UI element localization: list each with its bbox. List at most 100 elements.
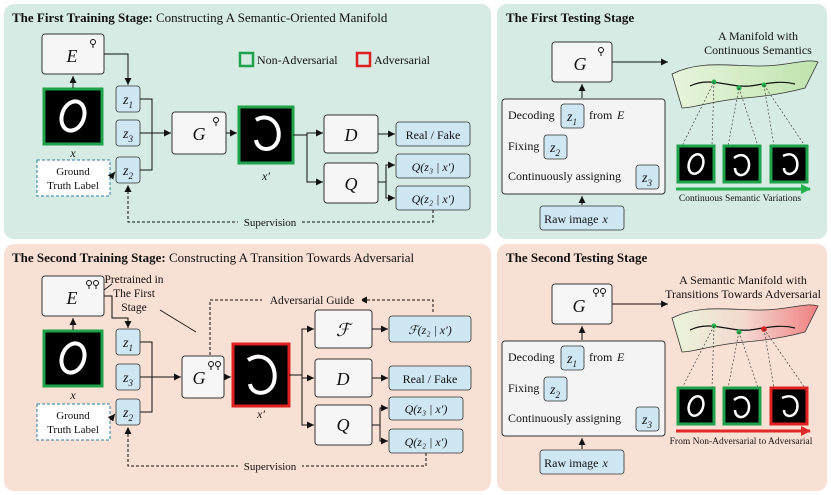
pretrained-line3: Stage	[121, 302, 147, 314]
test2-z2-box	[543, 376, 568, 402]
test2-raw-image-box	[539, 449, 625, 475]
train2-z1-label: z1	[122, 336, 133, 353]
test2-z1-label: z1	[566, 352, 577, 369]
train2-adversarial-image	[231, 342, 291, 408]
test1-generator-label: G	[574, 54, 587, 74]
test1-decoding: Decoding	[508, 108, 555, 122]
test2-generator-label: G	[573, 296, 586, 316]
generated-image-xprime	[237, 105, 295, 165]
manifold2-line2: Transitions Towards Adversarial	[665, 287, 821, 301]
test2-cont-assign: Continuously assigning	[508, 411, 621, 425]
legend-adv-swatch	[355, 51, 372, 68]
z2-label: z2	[122, 164, 133, 181]
test2-sample-3	[769, 386, 809, 426]
test1-z1-box	[560, 103, 585, 129]
encoder-e-label: E	[66, 46, 78, 66]
train2-title: The Second Training Stage: Constructing …	[12, 250, 415, 265]
q-z2-label: Q(z₂ | x′)	[412, 192, 455, 206]
train2-ground-truth-box	[36, 403, 111, 441]
test1-z3-box	[635, 164, 660, 190]
test2-z2-label: z2	[549, 383, 560, 400]
q-z3-label: Q(z₃ | x′)	[412, 160, 455, 174]
test2-title: The Second Testing Stage	[506, 250, 647, 265]
adv-guide-label: Adversarial Guide	[270, 295, 355, 307]
test1-procedure-box	[501, 98, 666, 195]
test1-from-e: E	[616, 108, 625, 122]
digit-icon	[254, 115, 281, 151]
train2-encoder-label: E	[66, 288, 78, 308]
train2-generator-label: G	[193, 368, 206, 388]
test2-from: from	[589, 350, 613, 364]
legend-nonadv-label: Non-Adversarial	[257, 53, 338, 67]
train2-q-z3-box	[388, 396, 464, 421]
test1-raw-image-box	[539, 205, 625, 231]
ground-truth-line1: Ground	[56, 166, 90, 178]
pretrained-line1: Pretrained in	[104, 274, 163, 286]
z1-label: z1	[122, 93, 133, 110]
supervision-label-1: Supervision	[244, 217, 297, 229]
train2-x-label: x	[69, 388, 76, 402]
test2-decoding: Decoding	[508, 350, 555, 364]
legend-nonadv-swatch	[238, 51, 255, 68]
test1-sample-2	[722, 144, 762, 184]
test1-sample-3	[769, 144, 809, 184]
test2-sample-1	[676, 386, 716, 426]
test1-title: The First Testing Stage	[506, 10, 634, 25]
z3-label: z3	[122, 127, 133, 144]
train2-z3-label: z3	[122, 371, 133, 388]
pretrained-line2: The First	[113, 288, 156, 300]
train2-gt-line2: Truth Label	[47, 424, 99, 436]
train2-discriminator-label: D	[336, 369, 350, 389]
test2-sample-2	[722, 386, 762, 426]
test1-cont-assign: Continuously assigning	[508, 169, 621, 183]
test2-fixing: Fixing	[508, 381, 539, 395]
variations-label: Continuous Semantic Variations	[679, 194, 802, 204]
train2-xprime-label: x′	[256, 407, 265, 421]
input-image-x	[42, 87, 104, 146]
test1-fixing: Fixing	[508, 139, 539, 153]
manifold2-shape	[671, 304, 819, 353]
train2-z2-label: z2	[122, 406, 133, 423]
train2-input-image	[42, 329, 104, 388]
supervision-label-2: Supervision	[244, 461, 297, 473]
real-fake-label: Real / Fake	[406, 128, 461, 142]
f-z2-box	[388, 315, 472, 343]
xprime-label: x′	[261, 169, 270, 183]
train2-q-z2-label: Q(z₂ | x′)	[405, 435, 448, 449]
legend-adv-label: Adversarial	[374, 53, 431, 67]
q-network-label: Q	[345, 174, 358, 194]
digit-zero-icon	[59, 99, 87, 133]
manifold2-line1: A Semantic Manifold with	[679, 273, 807, 287]
f-network-label: ℱ	[336, 320, 353, 340]
test1-z3-label: z3	[641, 171, 652, 188]
q-network-box	[323, 162, 379, 204]
test1-sample-1	[676, 144, 716, 184]
test1-from: from	[589, 108, 613, 122]
test1-z1-label: z1	[566, 110, 577, 127]
test1-z2-box	[543, 134, 568, 160]
test1-z2-label: z2	[549, 141, 560, 158]
generator-g-label: G	[193, 124, 206, 144]
transition-label: From Non-Adversarial to Adversarial	[670, 437, 813, 447]
ground-truth-line2: Truth Label	[47, 180, 99, 192]
train2-real-fake-box	[388, 365, 472, 391]
train2-q-z3-label: Q(z₃ | x′)	[405, 402, 448, 416]
test2-procedure-box	[501, 340, 666, 437]
discriminator-d-label: D	[344, 125, 358, 145]
manifold1-shape	[671, 60, 819, 109]
train2-gt-line1: Ground	[56, 410, 90, 422]
test2-z3-box	[635, 406, 660, 432]
x-label: x	[69, 146, 76, 160]
train1-title: The First Training Stage: Constructing A…	[12, 10, 388, 25]
q-z3-box	[395, 153, 471, 179]
train2-real-fake-label: Real / Fake	[403, 372, 458, 386]
manifold1-line2: Continuous Semantics	[704, 43, 812, 57]
real-fake-box	[395, 121, 471, 147]
test2-z1-box	[560, 345, 585, 371]
train2-q-label: Q	[337, 415, 350, 435]
manifold1-line1: A Manifold with	[718, 29, 798, 43]
test2-z3-label: z3	[641, 413, 652, 430]
